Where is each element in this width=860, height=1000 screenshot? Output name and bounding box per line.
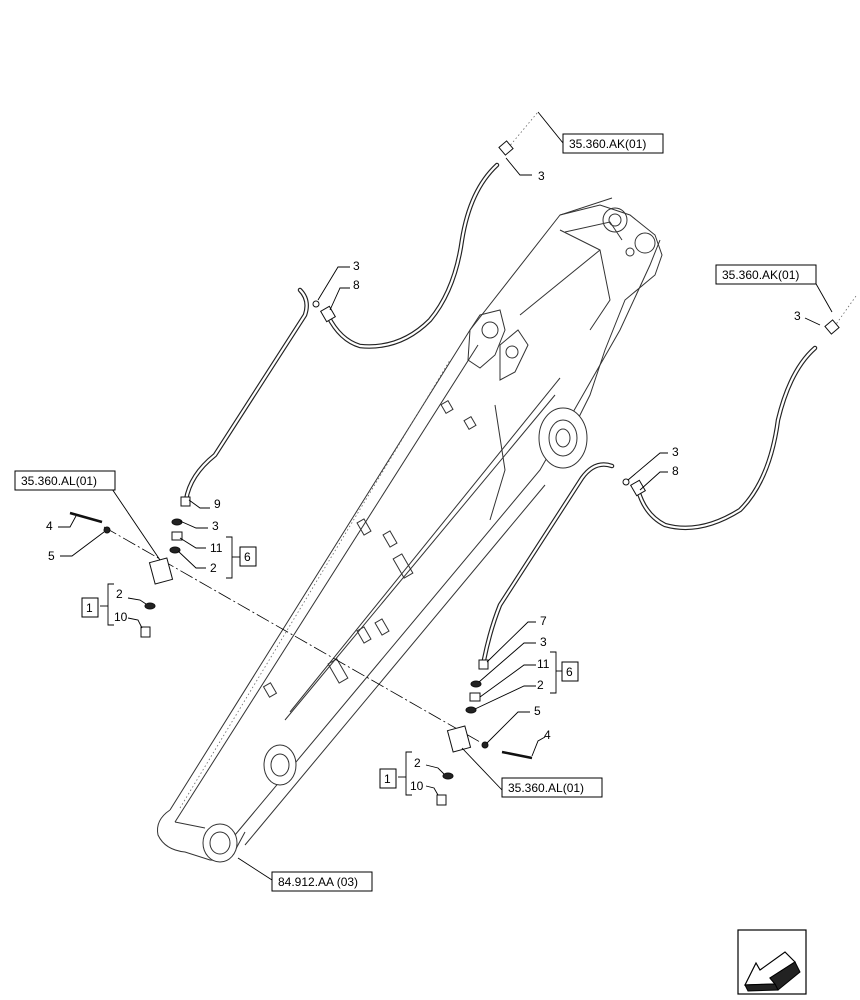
callout-2: 2 (116, 587, 123, 601)
callout-6: 6 (244, 550, 251, 564)
callout-11: 11 (537, 657, 550, 671)
left-callouts: 3 3 8 9 3 11 2 6 4 5 1 2 10 (46, 169, 545, 624)
callout-3: 3 (212, 519, 219, 533)
callout-box-1 (379, 768, 397, 789)
callout-8: 8 (672, 464, 679, 478)
ref-al-left-label: 35.360.AL(01) (21, 474, 97, 488)
callout-3: 3 (794, 309, 801, 323)
callout-8: 8 (353, 278, 360, 292)
ref-boom[interactable]: 84.912.AA (03) (271, 871, 373, 892)
callout-5: 5 (48, 549, 55, 563)
boom-arm (157, 197, 663, 863)
ref-al-right-label: 35.360.AL(01) (508, 781, 584, 795)
callout-1: 1 (86, 601, 93, 615)
callout-5: 5 (534, 704, 541, 718)
ref-boom-label: 84.912.AA (03) (278, 875, 358, 889)
right-callouts: 3 3 8 7 3 11 2 6 5 4 1 2 10 (379, 309, 801, 793)
callout-3: 3 (353, 259, 360, 273)
callout-9: 9 (214, 497, 221, 511)
callout-2: 2 (537, 678, 544, 692)
ref-ak-top[interactable]: 35.360.AK(01) (562, 133, 664, 154)
callout-box-6 (561, 661, 579, 682)
ref-ak-right-label: 35.360.AK(01) (722, 268, 799, 282)
callout-10: 10 (114, 610, 128, 624)
callout-3: 3 (538, 169, 545, 183)
callout-box-6 (239, 546, 257, 567)
callout-4: 4 (46, 519, 53, 533)
callout-3: 3 (672, 445, 679, 459)
callout-2: 2 (414, 756, 421, 770)
left-hose-assembly (69, 111, 539, 638)
group-brackets (100, 536, 562, 796)
ref-al-right[interactable]: 35.360.AL(01) (501, 777, 603, 798)
ref-ak-top-label: 35.360.AK(01) (569, 137, 646, 151)
callout-box-1 (81, 597, 99, 618)
callout-2: 2 (210, 561, 217, 575)
arrow-view-icon (737, 929, 807, 995)
callout-10: 10 (410, 779, 424, 793)
leader-lines (58, 111, 833, 881)
callout-11: 11 (210, 541, 223, 555)
callout-7: 7 (540, 614, 547, 628)
ref-ak-right[interactable]: 35.360.AK(01) (715, 264, 817, 285)
ref-al-left[interactable]: 35.360.AL(01) (14, 470, 116, 491)
callout-4: 4 (544, 728, 551, 742)
callout-3: 3 (540, 635, 547, 649)
right-hose-assembly (436, 295, 857, 806)
callout-1: 1 (384, 772, 391, 786)
callout-6: 6 (566, 665, 573, 679)
